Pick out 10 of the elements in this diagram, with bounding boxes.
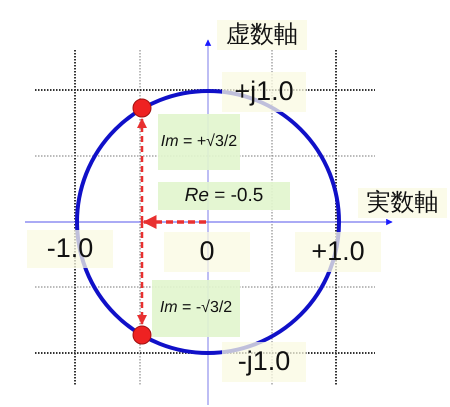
tick-label: -1.0 — [27, 230, 113, 268]
axis-label: 実数軸 — [358, 188, 447, 218]
tick-label: +1.0 — [295, 232, 381, 272]
value-annotation: Im = +√3/2 — [158, 114, 240, 170]
tick-label: -j1.0 — [222, 342, 306, 382]
tick-label: +j1.0 — [222, 72, 306, 112]
axis-label: 虚数軸 — [217, 20, 307, 50]
value-annotation: Re = -0.5 — [158, 182, 290, 210]
tick-label: 0 — [164, 232, 250, 272]
value-annotation: Im = -√3/2 — [152, 280, 240, 337]
